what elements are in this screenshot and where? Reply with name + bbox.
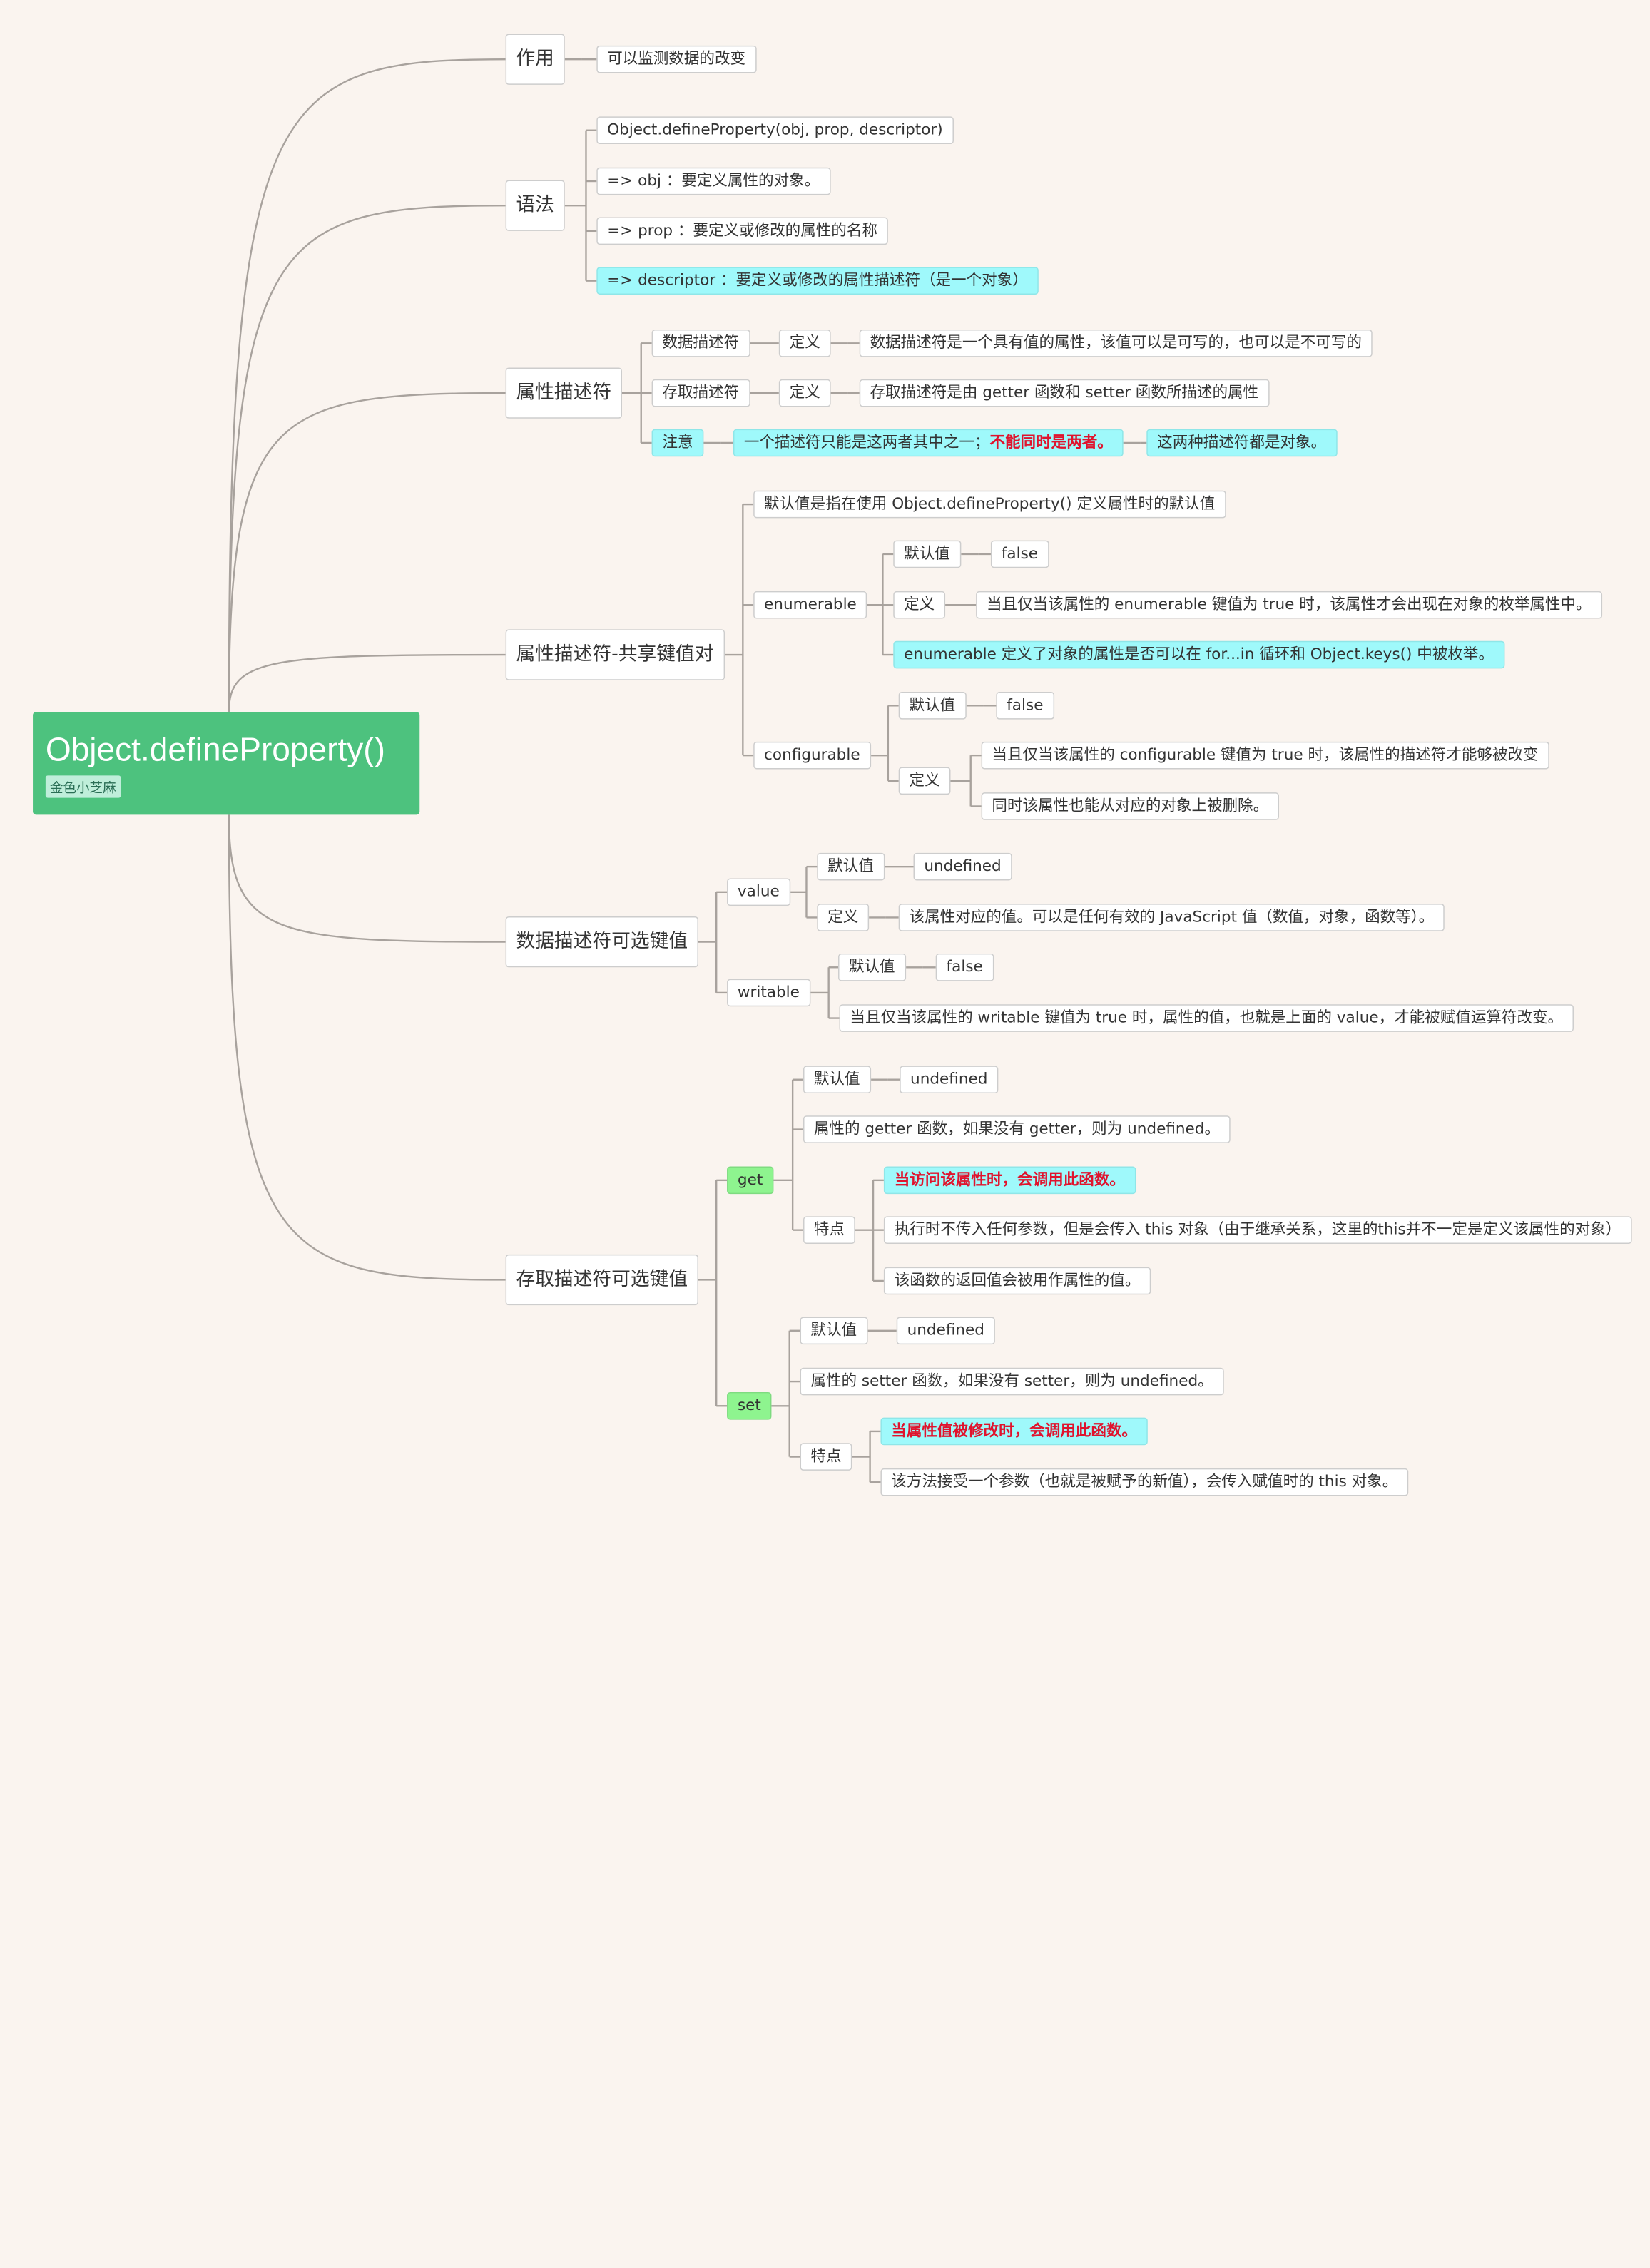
- syntax-signature[interactable]: Object.defineProperty(obj, prop, descrip…: [596, 116, 954, 145]
- value-default-value[interactable]: undefined: [913, 852, 1012, 881]
- author-label: 金色小芝麻: [45, 775, 121, 798]
- set-default-label[interactable]: 默认值: [800, 1317, 867, 1345]
- syntax-param-descriptor[interactable]: => descriptor ：要定义或修改的属性描述符（是一个对象）: [596, 267, 1039, 295]
- syntax-param-prop[interactable]: => prop ：要定义或修改的属性的名称: [596, 217, 888, 245]
- writable-key[interactable]: writable: [727, 979, 810, 1007]
- get-features-label[interactable]: 特点: [803, 1216, 855, 1244]
- get-default-value[interactable]: undefined: [900, 1066, 999, 1094]
- enumerable-key[interactable]: enumerable: [753, 591, 867, 619]
- value-definition-label[interactable]: 定义: [817, 904, 870, 931]
- value-default-label[interactable]: 默认值: [817, 852, 885, 881]
- purpose-text[interactable]: 可以监测数据的改变: [596, 45, 756, 73]
- set-key[interactable]: set: [727, 1391, 772, 1420]
- root-link-sx: [228, 392, 506, 712]
- get-default-label[interactable]: 默认值: [803, 1066, 871, 1094]
- root-link-gx: [228, 653, 506, 712]
- configurable-default-value[interactable]: false: [996, 692, 1054, 720]
- get-getter-text[interactable]: 属性的 getter 函数，如果没有 getter，则为 undefined。: [803, 1115, 1231, 1143]
- value-definition-text[interactable]: 该属性对应的值。可以是任何有效的 JavaScript 值（数值，对象，函数等）…: [898, 904, 1445, 931]
- accessor-descriptor-definition[interactable]: 定义: [778, 379, 831, 407]
- writable-default-value[interactable]: false: [935, 953, 994, 981]
- topic-accessor-descriptor-keys[interactable]: 存取描述符可选键值: [505, 1254, 698, 1306]
- root-topic[interactable]: Object.defineProperty() 金色小芝麻: [33, 712, 420, 815]
- get-feature-this-param[interactable]: 执行时不传入任何参数，但是会传入 this 对象（由于继承关系，这里的this并…: [883, 1216, 1632, 1244]
- data-descriptor-definition[interactable]: 定义: [778, 329, 831, 357]
- syntax-param-obj[interactable]: => obj ：要定义属性的对象。: [596, 167, 831, 195]
- configurable-definition-text-2[interactable]: 同时该属性也能从对应的对象上被删除。: [981, 792, 1279, 820]
- get-feature-called-on-access[interactable]: 当访问该属性时，会调用此函数。: [883, 1166, 1136, 1195]
- configurable-key[interactable]: configurable: [753, 741, 871, 770]
- configurable-default-label[interactable]: 默认值: [898, 692, 967, 720]
- value-key[interactable]: value: [727, 878, 790, 906]
- enumerable-default-value[interactable]: false: [990, 540, 1049, 568]
- data-descriptor-definition-text[interactable]: 数据描述符是一个具有值的属性，该值可以是可写的，也可以是不可写的: [859, 329, 1373, 357]
- topic-purpose[interactable]: 作用: [505, 34, 565, 85]
- enumerable-default-label[interactable]: 默认值: [893, 540, 961, 568]
- configurable-definition-label[interactable]: 定义: [898, 767, 951, 795]
- accessor-descriptor[interactable]: 存取描述符: [651, 379, 750, 407]
- get-key[interactable]: get: [727, 1166, 774, 1195]
- set-setter-text[interactable]: 属性的 setter 函数，如果没有 setter，则为 undefined。: [800, 1367, 1224, 1396]
- root-link-ck: [228, 814, 506, 1281]
- set-default-value[interactable]: undefined: [896, 1317, 995, 1345]
- note-label[interactable]: 注意: [651, 429, 704, 457]
- note-text[interactable]: 一个描述符只能是这两者其中之一；不能同时是两者。: [733, 429, 1124, 457]
- set-feature-called-on-modify[interactable]: 当属性值被修改时，会调用此函数。: [880, 1417, 1148, 1446]
- set-feature-new-value[interactable]: 该方法接受一个参数（也就是被赋予的新值），会传入赋值时的 this 对象。: [880, 1468, 1409, 1496]
- root-link-sk: [228, 814, 506, 943]
- topic-syntax[interactable]: 语法: [505, 180, 565, 231]
- note-text-emphasis: 不能同时是两者。: [989, 434, 1113, 451]
- shared-keys-default-note[interactable]: 默认值是指在使用 Object.defineProperty() 定义属性时的默…: [753, 490, 1226, 519]
- topic-property-descriptor[interactable]: 属性描述符: [505, 367, 622, 419]
- enumerable-definition-label[interactable]: 定义: [893, 591, 946, 619]
- writable-default-label[interactable]: 默认值: [838, 953, 906, 981]
- note-text-plain: 一个描述符只能是这两者其中之一；: [743, 434, 990, 451]
- enumerable-definition-text[interactable]: 当且仅当该属性的 enumerable 键值为 true 时，该属性才会出现在对…: [976, 591, 1602, 619]
- note-both-objects[interactable]: 这两种描述符都是对象。: [1146, 429, 1337, 457]
- configurable-definition-text-1[interactable]: 当且仅当该属性的 configurable 键值为 true 时，该属性的描述符…: [981, 741, 1549, 770]
- writable-definition-text[interactable]: 当且仅当该属性的 writable 键值为 true 时，属性的值，也就是上面的…: [839, 1004, 1574, 1032]
- root-link-yf: [228, 204, 506, 712]
- topic-data-descriptor-keys[interactable]: 数据描述符可选键值: [505, 916, 698, 968]
- root-link-zy: [228, 58, 506, 712]
- enumerable-note[interactable]: enumerable 定义了对象的属性是否可以在 for...in 循环和 Ob…: [893, 640, 1504, 669]
- accessor-descriptor-definition-text[interactable]: 存取描述符是由 getter 函数和 setter 函数所描述的属性: [859, 379, 1269, 407]
- root-title: Object.defineProperty(): [45, 730, 385, 768]
- set-features-label[interactable]: 特点: [800, 1443, 852, 1471]
- connector-lines: [228, 58, 1147, 1483]
- topic-shared-keys[interactable]: 属性描述符-共享键值对: [505, 629, 725, 680]
- data-descriptor[interactable]: 数据描述符: [651, 329, 750, 357]
- get-feature-return-value[interactable]: 该函数的返回值会被用作属性的值。: [883, 1267, 1151, 1295]
